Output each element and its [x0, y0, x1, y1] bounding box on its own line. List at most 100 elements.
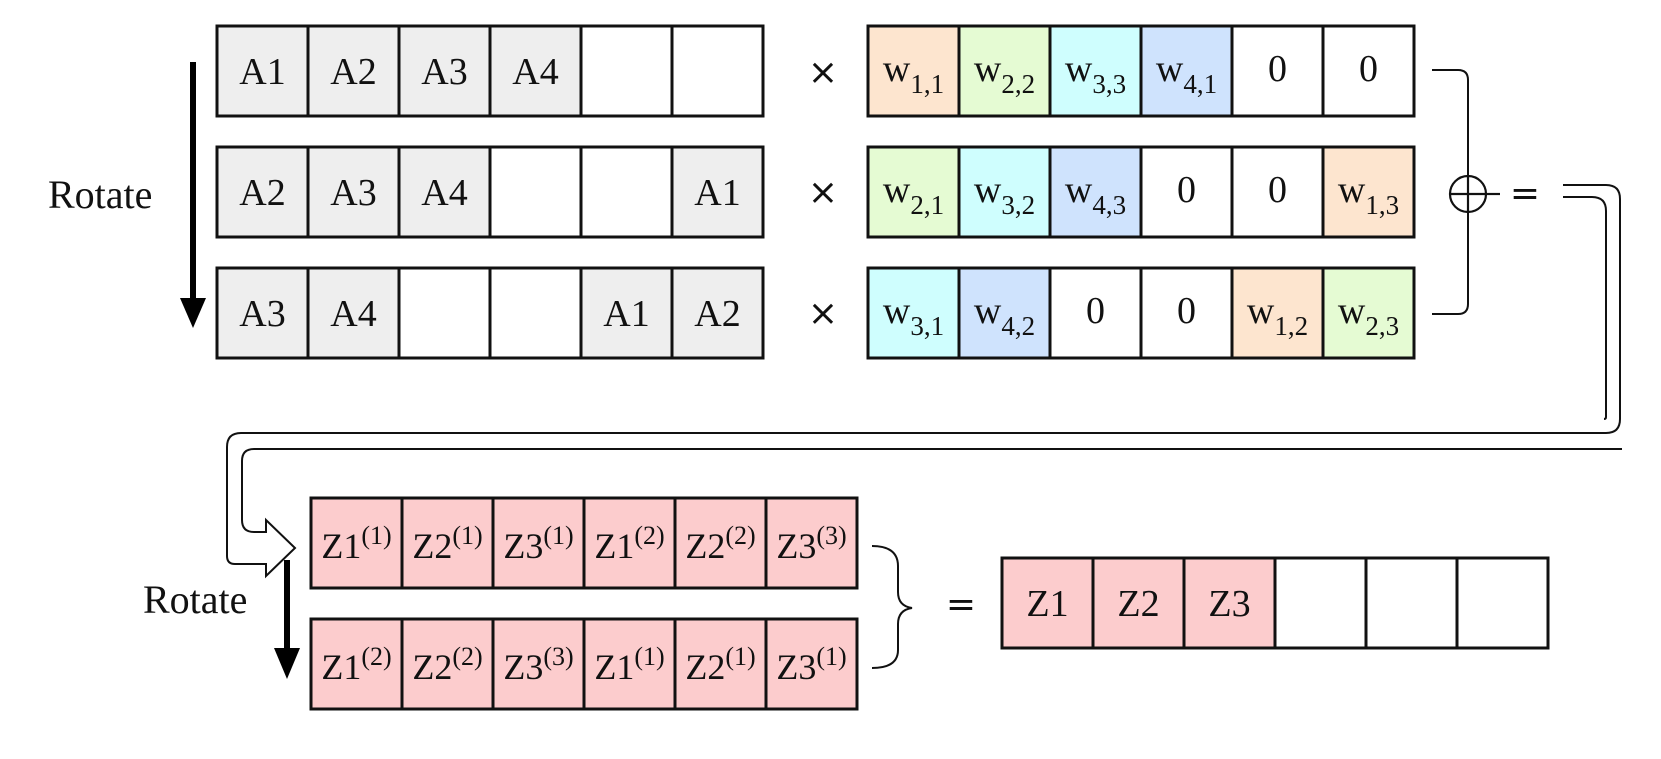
weight-base: 0 [1268, 48, 1287, 90]
weight-cell [1230, 24, 1325, 118]
weight-base: w [1156, 48, 1184, 90]
input-cell-label: A3 [421, 51, 467, 93]
circled-plus-icon [1448, 174, 1500, 214]
partial-superscript: (1) [725, 642, 755, 671]
partial-superscript: (2) [452, 642, 482, 671]
weight-cell [1048, 145, 1143, 239]
partial-superscript: (3) [543, 642, 573, 671]
partial-superscript: (2) [634, 521, 664, 550]
partial-base: Z3 [503, 526, 543, 566]
input-cell [488, 24, 583, 118]
input-cell [306, 266, 401, 360]
input-cell-label: A4 [421, 172, 467, 214]
weight-cell-label: 0 [1177, 169, 1196, 211]
weight-base: w [974, 169, 1002, 211]
weight-cell-label: w3,2 [974, 169, 1035, 220]
weight-cell-label: w2,2 [974, 48, 1035, 99]
partial-cell-label: Z1(2) [321, 642, 391, 687]
input-cell [397, 266, 492, 360]
input-cell [670, 266, 765, 360]
partial-superscript: (2) [725, 521, 755, 550]
partial-superscript: (1) [361, 521, 391, 550]
weight-subscript: 4,2 [1001, 311, 1035, 341]
weight-subscript: 3,1 [910, 311, 944, 341]
weight-cell-label: w1,3 [1338, 169, 1399, 220]
partial-cell-label: Z2(2) [685, 521, 755, 566]
weight-base: w [1065, 169, 1093, 211]
weight-subscript: 2,3 [1365, 311, 1399, 341]
weight-cell [957, 266, 1052, 360]
input-cell-label: A1 [694, 172, 740, 214]
weight-base: 0 [1359, 48, 1378, 90]
output-cell [1455, 556, 1550, 650]
input-cell-label: A2 [694, 293, 740, 335]
merge-brace [871, 545, 913, 669]
output-cell [1364, 556, 1459, 650]
partial-result-rows: Z1(1)Z2(1)Z3(1)Z1(2)Z2(2)Z3(3)Z1(2)Z2(2)… [309, 496, 859, 711]
rotate-arrow-bottom [274, 560, 300, 679]
weight-base: w [974, 290, 1002, 332]
partial-cell-label: Z1(2) [594, 521, 664, 566]
times-sign-row-1: × [808, 52, 838, 93]
weight-cell [1139, 145, 1234, 239]
partial-cell-label: Z3(3) [776, 521, 846, 566]
weight-subscript: 1,2 [1274, 311, 1308, 341]
input-cell [670, 24, 765, 118]
input-cell-label: A3 [330, 172, 376, 214]
weight-cell [1230, 145, 1325, 239]
input-cell [306, 24, 401, 118]
input-cell [579, 145, 674, 239]
partial-base: Z3 [503, 647, 543, 687]
input-cell-label: A4 [512, 51, 558, 93]
partial-cell [764, 496, 859, 590]
weight-base: w [974, 48, 1002, 90]
weight-cell-label: w4,1 [1156, 48, 1217, 99]
times-sign-row-3: × [808, 293, 838, 334]
partial-superscript: (1) [634, 642, 664, 671]
partial-cell [764, 617, 859, 711]
partial-base: Z2 [685, 647, 725, 687]
weight-cell-label: 0 [1359, 48, 1378, 90]
output-cell-label: Z2 [1117, 583, 1159, 625]
times-sign-row-2: × [808, 172, 838, 213]
partial-superscript: (1) [816, 642, 846, 671]
input-cell [670, 145, 765, 239]
input-cell-label: A1 [603, 293, 649, 335]
weight-cell-label: 0 [1177, 290, 1196, 332]
weight-cell-label: w1,1 [883, 48, 944, 99]
partial-base: Z3 [776, 647, 816, 687]
weight-base: w [883, 48, 911, 90]
partial-base: Z1 [594, 647, 634, 687]
partial-cell-label: Z3(3) [503, 642, 573, 687]
weight-cell-label: w3,3 [1065, 48, 1126, 99]
weight-subscript: 2,1 [910, 190, 944, 220]
partial-cell [491, 496, 586, 590]
weight-base: w [883, 290, 911, 332]
rotate-label-top: Rotate [48, 172, 152, 217]
rotate-arrow-top [180, 62, 206, 328]
weight-cell [1321, 145, 1416, 239]
weight-cell-label: w4,2 [974, 290, 1035, 341]
weight-subscript: 3,2 [1001, 190, 1035, 220]
partial-superscript: (1) [543, 521, 573, 550]
weight-cell-label: w2,1 [883, 169, 944, 220]
weight-subscript: 4,3 [1092, 190, 1126, 220]
weight-cell [1230, 266, 1325, 360]
partial-cell-label: Z3(1) [503, 521, 573, 566]
weight-cell [957, 24, 1052, 118]
output-cell-label: Z1 [1026, 583, 1068, 625]
partial-cell-label: Z2(2) [412, 642, 482, 687]
weight-cell-label: w2,3 [1338, 290, 1399, 341]
weight-cell-label: w4,3 [1065, 169, 1126, 220]
weight-subscript: 1,3 [1365, 190, 1399, 220]
weight-cell-label: 0 [1268, 169, 1287, 211]
input-cell [579, 24, 674, 118]
partial-superscript: (3) [816, 521, 846, 550]
weight-cell-label: w3,1 [883, 290, 944, 341]
weight-cell-label: 0 [1086, 290, 1105, 332]
partial-superscript: (2) [361, 642, 391, 671]
partial-base: Z1 [321, 647, 361, 687]
weight-base: 0 [1086, 290, 1105, 332]
